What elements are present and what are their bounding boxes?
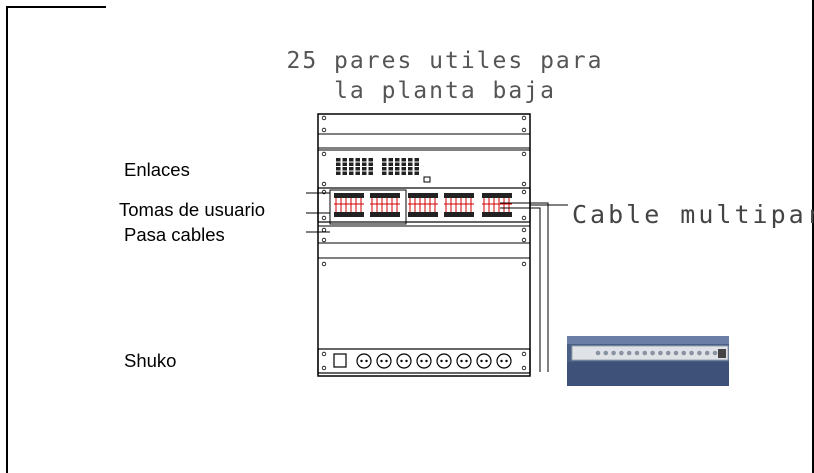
label-pasa-cables: Pasa cables — [124, 224, 225, 245]
rack-cabinet — [317, 113, 531, 377]
frame-right-border — [812, 0, 814, 473]
pasa-cables-panel — [317, 225, 531, 244]
rack-screws — [321, 115, 527, 371]
rack-top-panel — [317, 113, 531, 135]
label-enlaces: Enlaces — [124, 159, 190, 180]
label-shuko: Shuko — [124, 350, 177, 371]
tomas-port-blocks — [334, 193, 512, 217]
shuko-photo-sockets — [595, 349, 726, 358]
frame-top-border — [6, 6, 106, 8]
frame-left-border — [6, 6, 8, 473]
power-switch — [333, 353, 347, 368]
cable-run-outer — [500, 202, 549, 372]
cable-run-inner — [500, 207, 541, 372]
shuko-power-strip — [317, 348, 531, 374]
shuko-photo-strip — [571, 345, 729, 361]
enlaces-port-blocks — [336, 158, 431, 183]
tomas-highlight-box — [329, 189, 407, 225]
title-line-2: la planta baja — [334, 78, 556, 104]
cable-multipar-label: Cable multipar — [572, 200, 814, 229]
label-tomas-de-usuario: Tomas de usuario — [119, 199, 266, 220]
shuko-sockets — [356, 353, 512, 369]
title-line-1: 25 pares utiles para — [286, 48, 604, 74]
